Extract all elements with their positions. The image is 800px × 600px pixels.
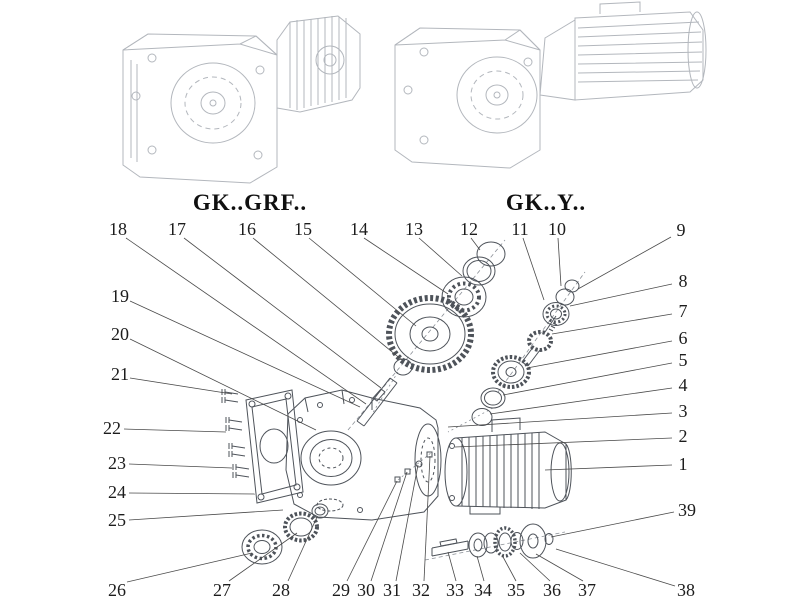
leader-line-26 [126,552,253,583]
part-number-4: 4 [678,375,688,395]
leader-line-10 [557,237,562,287]
part-number-34: 34 [474,580,492,600]
part-number-15: 15 [294,219,312,239]
part-number-9: 9 [676,220,686,240]
part-number-38: 38 [677,580,695,600]
part-number-20: 20 [111,324,129,344]
exploded-output-shaft-assembly [431,523,554,559]
leader-line-34 [476,555,485,582]
leader-line-3 [447,412,673,428]
part-number-19: 19 [111,286,129,306]
exploded-output-seals [241,503,329,565]
part-number-3: 3 [678,401,688,421]
part-number-22: 22 [103,418,121,438]
leader-line-22 [123,428,227,433]
part-number-29: 29 [332,580,350,600]
part-number-12: 12 [460,219,478,239]
exploded-flange-plate [245,389,304,504]
leader-line-17 [183,237,382,389]
model-label-grf: GK..GRF.. [192,190,308,215]
part-number-18: 18 [109,219,127,239]
part-number-2: 2 [678,426,688,446]
leader-line-7 [551,313,673,335]
part-number-32: 32 [412,580,430,600]
part-number-11: 11 [511,219,529,239]
leader-line-19 [129,300,361,408]
part-number-26: 26 [108,580,126,600]
leader-line-38 [555,548,676,587]
leader-line-13 [418,237,463,277]
leader-line-18 [125,237,367,405]
leader-line-30 [370,471,408,582]
part-number-39: 39 [678,500,696,520]
part-number-7: 7 [678,301,688,321]
leader-line-14 [363,237,449,295]
part-number-17: 17 [168,219,186,239]
part-number-35: 35 [507,580,525,600]
exploded-main-gear-assembly [356,241,506,427]
leader-line-29 [346,480,398,582]
leader-line-28 [287,516,318,582]
leader-line-33 [447,551,457,582]
part-number-1: 1 [678,454,688,474]
part-number-14: 14 [350,219,368,239]
leader-line-27 [228,532,298,582]
leader-line-37 [535,553,584,582]
gearbox-y-drawing [394,1,707,169]
leader-line-2 [454,437,673,448]
leader-line-9 [577,236,672,290]
leader-line-6 [526,340,673,369]
leader-lines [123,236,676,587]
leader-line-11 [522,237,545,301]
part-number-13: 13 [405,219,423,239]
part-number-24: 24 [108,482,126,502]
part-number-8: 8 [678,271,688,291]
leader-line-25 [128,509,284,521]
leader-line-16 [252,237,403,361]
leader-line-15 [308,237,417,327]
part-number-30: 30 [357,580,375,600]
exploded-housing [285,389,442,521]
leader-line-32 [423,455,431,582]
leader-line-35 [501,554,517,582]
part-number-27: 27 [213,580,231,600]
leader-line-4 [489,387,673,415]
part-number-28: 28 [272,580,290,600]
leader-line-36 [519,552,551,582]
exploded-fasteners [394,451,433,483]
leader-line-12 [470,237,481,251]
leader-line-31 [395,464,419,582]
leader-line-24 [128,492,256,495]
exploded-bolts [221,389,250,478]
leader-line-21 [129,377,233,395]
part-number-36: 36 [543,580,561,600]
leader-line-8 [569,283,673,307]
part-number-23: 23 [108,453,126,473]
leader-line-39 [550,511,675,538]
leader-line-1 [544,464,673,471]
part-number-33: 33 [446,580,464,600]
gearbox-grf-drawing [122,15,361,184]
part-number-5: 5 [678,350,688,370]
exploded-motor [444,417,572,515]
model-label-y: GK..Y.. [505,190,587,215]
part-number-31: 31 [383,580,401,600]
part-number-25: 25 [108,510,126,530]
leader-line-23 [128,463,233,469]
part-number-6: 6 [678,328,688,348]
part-number-37: 37 [578,580,596,600]
leader-line-20 [129,338,317,431]
part-number-16: 16 [238,219,256,239]
leader-line-5 [502,362,673,396]
part-number-21: 21 [111,364,129,384]
exploded-input-pinion-assembly [471,279,580,426]
part-number-10: 10 [548,219,566,239]
